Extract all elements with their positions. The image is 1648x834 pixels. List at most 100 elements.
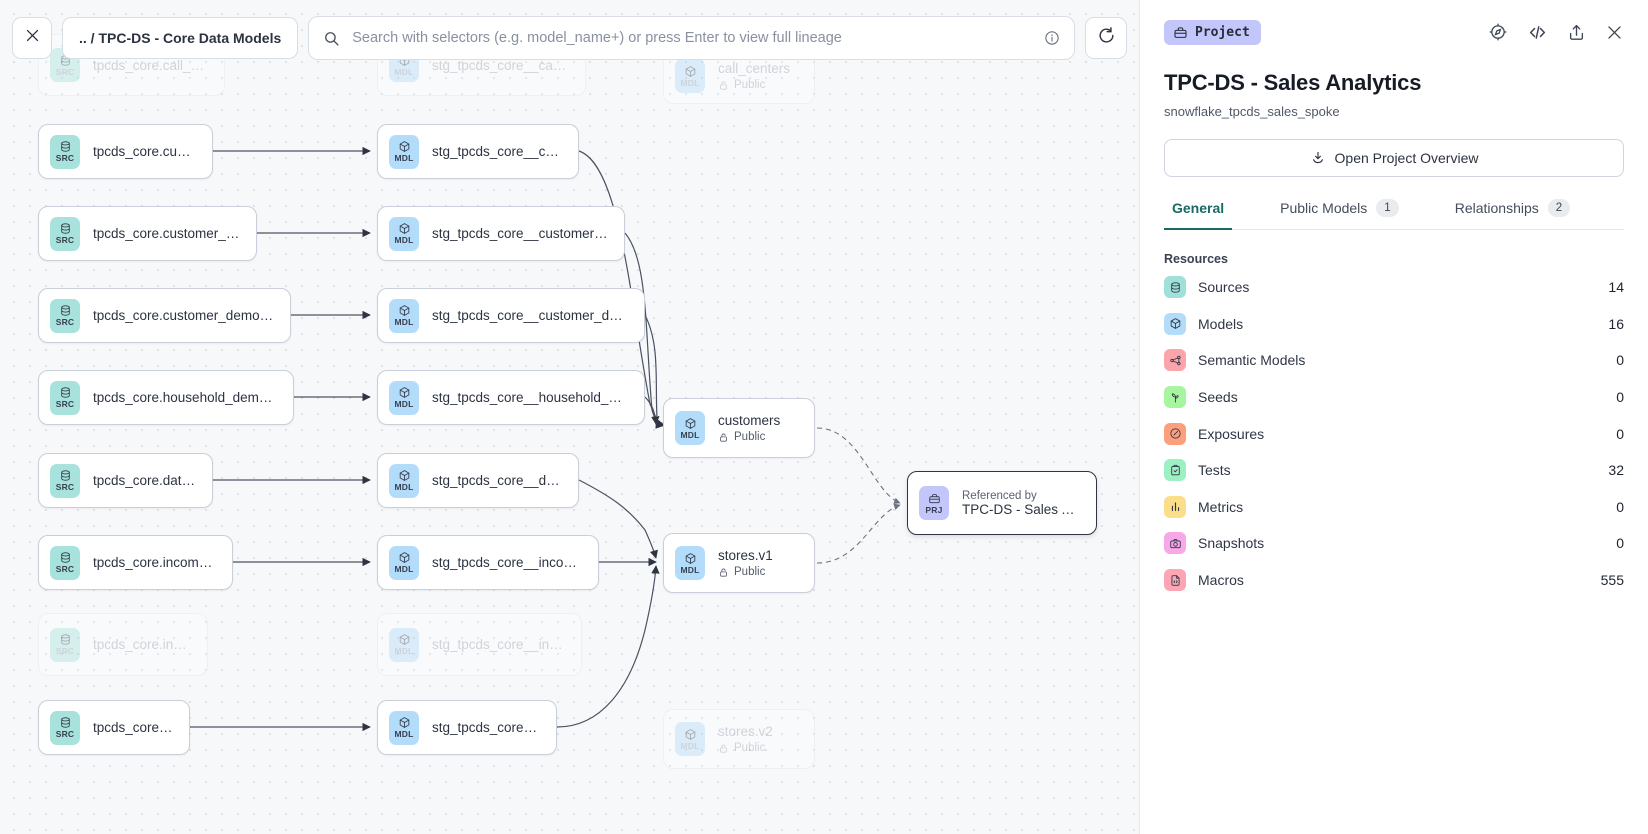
open-project-overview-button[interactable]: Open Project Overview <box>1164 139 1624 177</box>
camera-icon <box>1164 532 1186 555</box>
node-title: stores.v1 <box>718 548 773 563</box>
tab-count-badge: 2 <box>1547 199 1571 217</box>
node-type-label: SRC <box>55 482 75 492</box>
info-icon[interactable] <box>1044 30 1060 46</box>
details-panel: Project <box>1139 0 1648 834</box>
tab-relationships[interactable]: Relationships 2 <box>1447 199 1578 230</box>
close-lineage-button[interactable] <box>12 17 52 59</box>
resource-count: 14 <box>1608 279 1624 296</box>
semantic-graph-icon <box>1164 349 1186 372</box>
node-type-badge: SRC <box>50 134 80 169</box>
tab-general[interactable]: General <box>1164 199 1233 230</box>
node-visibility-label: Public <box>734 79 766 91</box>
node-body: tpcds_core.inventory <box>93 637 191 652</box>
resource-label: Macros <box>1198 572 1244 589</box>
node-body: stg_tpcds_core__customer_address <box>432 226 608 241</box>
node-title: stg_tpcds_core__inventory <box>432 637 565 652</box>
node-title: stg_tpcds_core__store <box>432 720 540 735</box>
node-body: tpcds_core.customer_address <box>93 226 240 241</box>
lock-icon <box>718 432 729 443</box>
node-body: tpcds_core.household_demographics <box>93 390 277 405</box>
node-visibility: Public <box>718 79 790 91</box>
node-type-label: MDL <box>394 646 414 656</box>
node-title: tpcds_core.income_band <box>93 555 216 570</box>
node-visibility-label: Public <box>734 431 766 443</box>
cube-icon <box>398 222 411 235</box>
search-input[interactable] <box>352 17 1044 59</box>
node-type-label: MDL <box>394 66 414 77</box>
node-type-label: MDL <box>394 235 414 245</box>
node-type-badge: SRC <box>50 627 80 662</box>
resource-type-badge: Project <box>1164 19 1261 45</box>
node-body: tpcds_core.store <box>93 720 173 735</box>
node-type-badge: SRC <box>50 463 80 498</box>
node-visibility: Public <box>718 431 780 443</box>
database-icon <box>59 222 72 235</box>
panel-action-icons <box>1488 22 1624 43</box>
lineage-node[interactable]: SRC tpcds_core.store <box>38 700 190 755</box>
node-title: stg_tpcds_core__household_demogr… <box>432 390 628 405</box>
code-icon[interactable] <box>1527 22 1548 43</box>
database-icon <box>59 716 72 729</box>
node-type-badge: MDL <box>389 298 419 333</box>
lineage-node[interactable]: SRC tpcds_core.customer_address <box>38 206 257 261</box>
breadcrumb[interactable]: .. / TPC-DS - Core Data Models <box>62 17 299 59</box>
node-visibility-label: Public <box>734 742 766 754</box>
share-icon[interactable] <box>1567 23 1586 42</box>
open-project-overview-label: Open Project Overview <box>1334 150 1479 166</box>
panel-subtitle: snowflake_tpcds_sales_spoke <box>1164 104 1340 119</box>
lineage-canvas[interactable]: .. / TPC-DS - Core Data Models SR <box>0 0 1139 834</box>
node-type-badge: SRC <box>50 710 80 745</box>
cube-icon <box>684 65 697 78</box>
search-box[interactable] <box>308 16 1075 60</box>
lineage-node[interactable]: SRC tpcds_core.inventory <box>38 613 208 676</box>
node-title: stg_tpcds_core__customer_address <box>432 226 608 241</box>
node-type-label: PRJ <box>925 504 943 515</box>
lineage-node[interactable]: MDL stg_tpcds_core__inventory <box>377 613 582 676</box>
cube-icon <box>684 417 697 430</box>
node-type-badge: SRC <box>50 216 80 251</box>
tab-label: Public Models <box>1280 200 1368 216</box>
close-icon[interactable] <box>1605 23 1624 42</box>
node-type-badge: MDL <box>389 627 419 662</box>
resources-heading: Resources <box>1164 252 1228 266</box>
lineage-node[interactable]: MDL stg_tpcds_core__customer_address <box>377 206 625 261</box>
page-title: TPC-DS - Sales Analytics <box>1164 70 1422 95</box>
lineage-compass-icon[interactable] <box>1488 22 1508 42</box>
node-body: stg_tpcds_core__inventory <box>432 637 565 652</box>
resource-count: 0 <box>1616 535 1624 552</box>
resource-label: Tests <box>1198 462 1231 479</box>
database-icon <box>59 386 72 399</box>
node-title: tpcds_core.household_demographics <box>93 390 277 405</box>
node-kicker: Referenced by <box>962 489 1037 502</box>
tab-label: Relationships <box>1454 200 1539 216</box>
refresh-button[interactable] <box>1085 17 1127 59</box>
lineage-node[interactable]: MDLstg_tpcds_core__household_demogr… <box>377 370 645 425</box>
node-type-label: MDL <box>394 317 414 327</box>
lineage-node[interactable]: MDLstg_tpcds_core__customer_demogra… <box>377 288 645 343</box>
